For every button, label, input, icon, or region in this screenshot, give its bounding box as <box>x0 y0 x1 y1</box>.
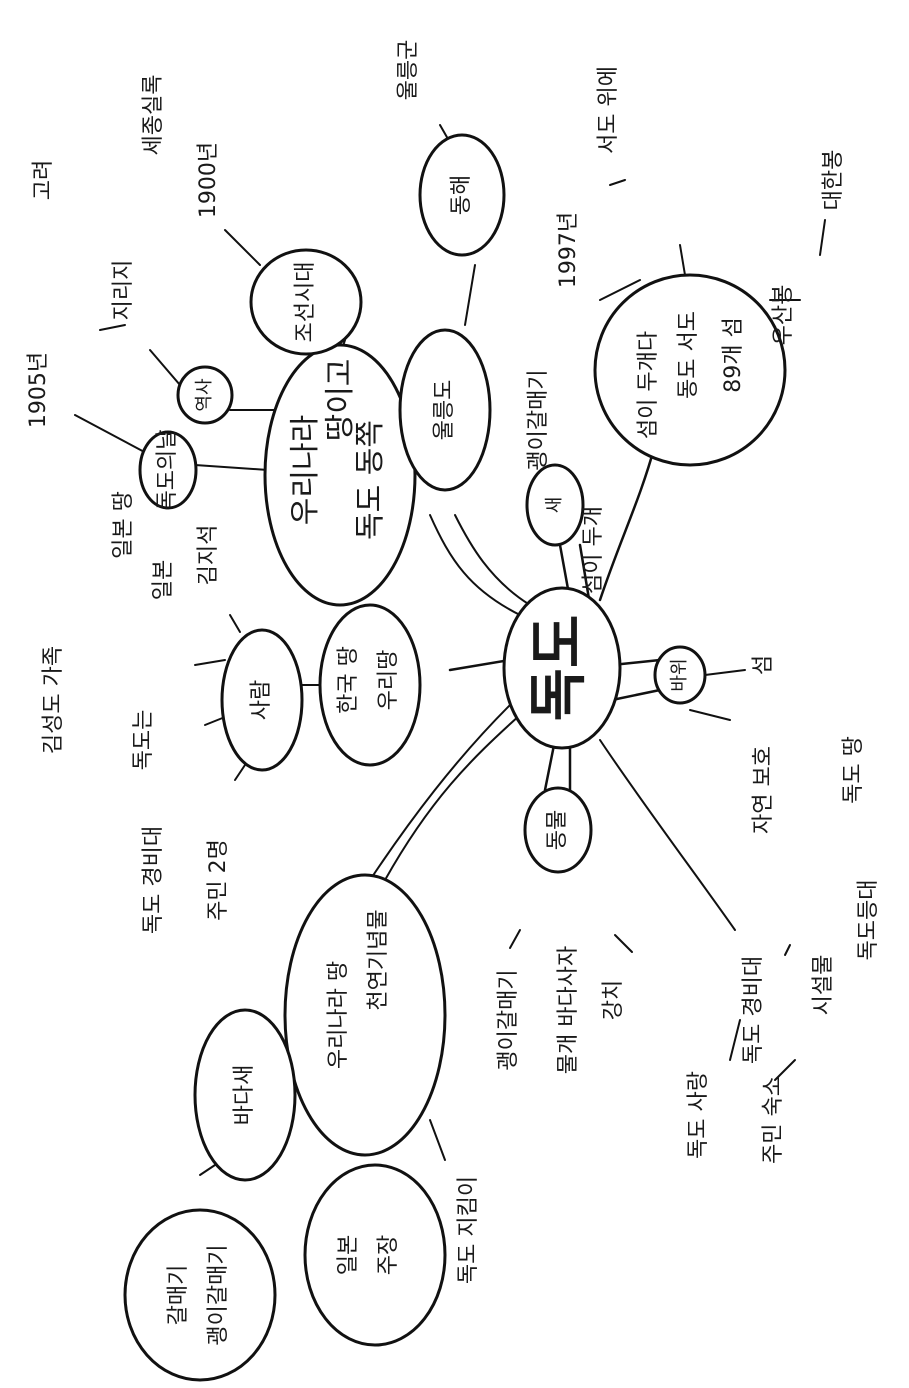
dokdo-day-bubble[interactable] <box>138 430 198 510</box>
jeoldo-caption-a: 1997년 <box>556 212 581 288</box>
history-line-1: 우리나라 <box>288 415 323 525</box>
bird-sub-bubble[interactable] <box>193 1008 297 1182</box>
people-sub-line-1: 한국 땅 <box>336 646 361 714</box>
animal-caption-a: 괭이갈매기 <box>496 969 521 1070</box>
history-line-3: 독도 동쪽 <box>353 420 388 540</box>
donghae-label: 동해 <box>449 175 474 215</box>
animal-caption-c: 물개 바다사자 <box>556 946 581 1074</box>
history-line-2: 땅이고 <box>323 359 358 442</box>
mid-caption: 섬이 두개 <box>581 506 606 594</box>
people-line-1: 주민 2명 <box>206 839 231 921</box>
bird-label: 새 <box>544 497 565 514</box>
rock-caption: 섬 <box>751 655 776 675</box>
nature-line-2: 천연기념물 <box>366 909 391 1010</box>
br-caption-d: 독도 사랑 <box>686 1071 711 1159</box>
songdo-bubble[interactable] <box>176 365 234 425</box>
center-bubble[interactable] <box>502 586 622 750</box>
songdo-label: 역사 <box>194 378 215 412</box>
people-caption-c: 김성도 가족 <box>41 646 66 754</box>
claim-line-1: 일본 <box>336 1235 361 1275</box>
jeoldo-caption-d: 대한봉 <box>821 150 846 211</box>
connectors <box>74 124 826 1176</box>
sejong-caption-a: 지리지 <box>111 260 136 321</box>
history-bubble[interactable] <box>263 343 417 607</box>
people-label: 사람 <box>249 680 274 720</box>
br-caption-b: 독도등대 <box>856 880 881 961</box>
dokdo-day-label: 독도의날 <box>155 430 180 511</box>
bird-caption: 괭이갈매기 <box>526 369 551 470</box>
donghae-bubble[interactable] <box>418 133 506 257</box>
br-caption-c: 시설물 <box>811 955 836 1016</box>
geo-line-1: 섬이 두개다 <box>636 331 661 439</box>
right-caption-b: 독도 땅 <box>841 736 866 804</box>
jeoldo-caption-c: 우산봉 <box>771 285 796 346</box>
jongseon-caption: 일본 땅 <box>111 491 136 559</box>
labels: 독도 우리나라 땅이고 독도 동쪽 독도의날 역사 조선시대 동해 울릉도 19… <box>26 40 881 1346</box>
bubbles <box>123 133 787 1382</box>
ulleung-label: 울릉도 <box>432 380 457 441</box>
people-caption-b: 독도는 <box>131 710 156 771</box>
animal-bubble[interactable] <box>523 786 593 874</box>
geography-bubble[interactable] <box>593 273 787 467</box>
rock-label: 바위 <box>669 658 690 691</box>
sejong-caption-b: 1900년 <box>196 142 221 218</box>
animal-caption-b: 강치 <box>601 980 626 1020</box>
br-caption-e: 주민 숙소 <box>761 1076 786 1164</box>
jongseon-bubble[interactable] <box>249 248 363 356</box>
nature-bubble[interactable] <box>283 873 447 1157</box>
ulleung-bubble[interactable] <box>398 328 492 492</box>
nature-line-1: 우리나라 땅 <box>326 961 351 1069</box>
sejong-label: 세종실록 <box>141 75 166 156</box>
geo-line-3: 89개 섬 <box>721 317 746 392</box>
animal-label: 동물 <box>545 810 570 850</box>
gull-line-1: 갈매기 <box>166 1265 191 1326</box>
right-center-caption: 자연 보호 <box>751 746 776 834</box>
br-caption-a: 독도 경비대 <box>741 956 766 1064</box>
center-label: 독도 <box>524 615 592 722</box>
claim-line-2: 주장 <box>376 1235 401 1275</box>
people-caption-a: 일본 <box>151 560 176 600</box>
people-bubble[interactable] <box>220 628 304 772</box>
people-sub-bubble[interactable] <box>318 603 422 767</box>
kim-jiseok-caption: 1905년 <box>26 352 51 428</box>
jeoldo-caption-b: 서도 위에 <box>596 66 621 154</box>
kim-jiseok-bubble-label: 김지석 <box>196 525 221 586</box>
gull-line-2: 괭이갈매기 <box>206 1244 231 1345</box>
claim-bubble[interactable] <box>303 1163 447 1347</box>
gull-bubble[interactable] <box>123 1208 277 1382</box>
people-sub-line-2: 우리땅 <box>376 650 401 711</box>
nature-caption-a: 독도 지킴이 <box>456 1176 481 1284</box>
jongseon-label: 조선시대 <box>293 262 318 343</box>
songdo-caption: 고려 <box>31 160 56 200</box>
ryeom-caption: 울릉군 <box>396 40 421 101</box>
people-caption-d: 독도 경비대 <box>141 826 166 934</box>
bird-bubble[interactable] <box>525 463 585 547</box>
geo-line-2: 동도 서도 <box>676 311 701 399</box>
bird-sub-label: 바다새 <box>232 1065 257 1126</box>
rock-bubble[interactable] <box>653 645 707 705</box>
